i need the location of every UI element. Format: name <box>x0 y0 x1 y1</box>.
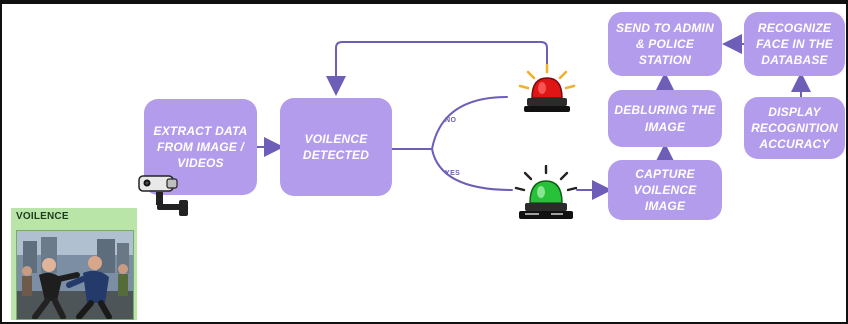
node-recognize-face: RECOGNIZE FACE IN THE DATABASE <box>744 12 845 76</box>
node-display-accuracy: DISPLAY RECOGNITION ACCURACY <box>744 97 845 159</box>
violence-photo <box>16 230 134 320</box>
branch-no <box>431 96 508 150</box>
red-alarm-siren-icon <box>518 64 576 112</box>
top-border <box>2 2 846 4</box>
node-send-to-admin: SEND TO ADMIN & POLICE STATION <box>608 12 722 76</box>
branch-no-label: NO <box>445 117 457 124</box>
branch-yes-label: YES <box>445 170 461 177</box>
branch-yes <box>431 148 513 191</box>
green-alarm-siren-icon <box>514 165 578 219</box>
node-violence-detected: VOILENCE DETECTED <box>280 98 392 196</box>
node-capture-image: CAPTURE VOILENCE IMAGE <box>608 160 722 220</box>
cctv-camera-icon <box>138 175 188 216</box>
violence-thumbnail: VOILENCE <box>11 208 137 320</box>
thumbnail-label: VOILENCE <box>16 211 69 222</box>
node-debluring-image: DEBLURING THE IMAGE <box>608 90 722 147</box>
loop-red-to-detected <box>326 41 548 96</box>
fight-scene-illustration <box>17 231 133 319</box>
